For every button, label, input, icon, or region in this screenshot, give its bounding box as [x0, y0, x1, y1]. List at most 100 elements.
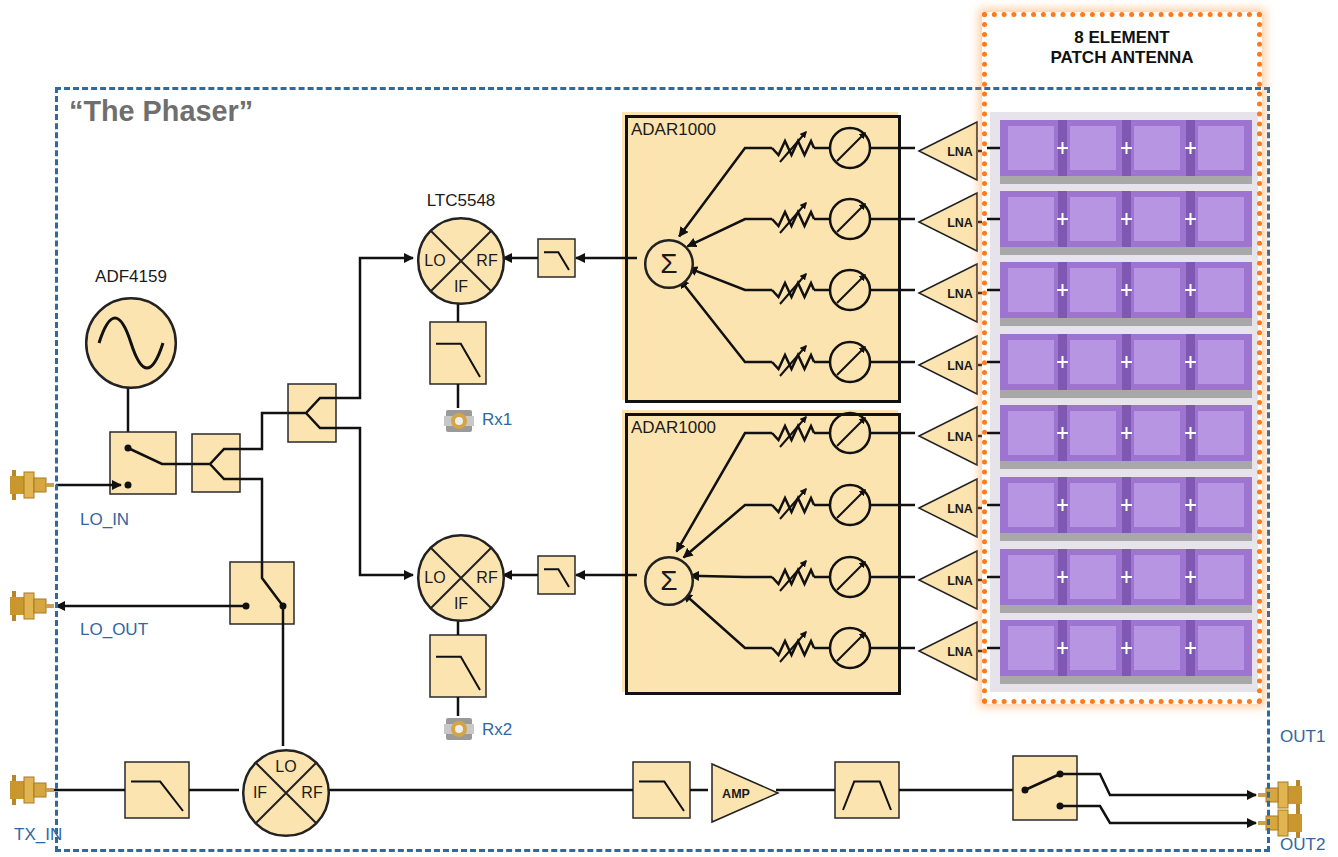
row-separator	[1000, 176, 1252, 184]
patch-element	[1008, 340, 1054, 384]
node-text: Σ	[660, 248, 677, 280]
patch-element	[1008, 197, 1054, 241]
node-text: LNA	[947, 287, 973, 301]
node-text-wrap: IF	[454, 595, 468, 613]
path-part	[457, 619, 460, 716]
path-stroke	[814, 432, 830, 435]
patch-element	[1198, 626, 1244, 670]
phase-shifter	[830, 342, 870, 382]
path-part	[1060, 806, 1256, 823]
beamformer-chip: ADAR1000Σ	[625, 115, 901, 403]
node-text-wrap: ADAR1000	[631, 120, 716, 140]
path-part	[56, 484, 121, 487]
patch-element	[1134, 197, 1180, 241]
node-text: LO	[275, 758, 296, 776]
patch-element	[1134, 340, 1180, 384]
path-stroke	[870, 289, 915, 292]
path-stroke	[870, 576, 915, 579]
use-part	[1258, 780, 1302, 810]
lna-amplifier: LNA	[918, 406, 978, 466]
port-label-wrap: LO_IN	[80, 510, 129, 530]
node-text: “The Phaser”	[69, 95, 253, 128]
patch-element	[1070, 626, 1116, 670]
node-text-wrap: LNA	[947, 284, 973, 302]
board-outline: “The Phaser”ADF4159LTC5548LORFIFADAR1000…	[55, 87, 1270, 852]
phase-arrow	[837, 275, 865, 303]
sum-input	[684, 505, 773, 558]
rect-part	[622, 112, 898, 400]
path-stroke	[870, 504, 915, 507]
patch-element	[1198, 483, 1244, 527]
path-part	[192, 449, 240, 479]
sum-input	[680, 279, 772, 362]
feed-point	[1121, 571, 1132, 583]
row-separator	[1000, 390, 1252, 398]
rect-part	[1013, 756, 1077, 820]
node-text: ADAR1000	[631, 120, 716, 140]
mixer: LTC5548LORFIF	[411, 189, 511, 307]
path-stroke	[870, 432, 915, 435]
atten-arrow	[780, 561, 806, 591]
feed-line	[987, 289, 1000, 292]
node-text: RF	[476, 569, 497, 587]
filter-box	[430, 322, 486, 384]
patch-feed	[1058, 477, 1067, 533]
patch-element	[1134, 626, 1180, 670]
node-text-wrap: LNA	[947, 427, 973, 445]
outline	[919, 622, 977, 680]
feed-point	[1185, 213, 1196, 225]
atten-arrow	[780, 632, 806, 662]
patch-feed	[1058, 405, 1067, 461]
path-part	[240, 413, 288, 562]
path-part	[262, 562, 283, 606]
node-text: LNA	[947, 145, 973, 159]
patch-feed	[1122, 120, 1131, 176]
patch-row	[1000, 549, 1252, 605]
outline	[919, 122, 977, 180]
outline	[919, 551, 977, 609]
use-part	[444, 718, 474, 740]
feed-point	[1121, 142, 1132, 154]
patch-element	[1008, 483, 1054, 527]
port-label: OUT1	[1280, 727, 1325, 747]
feed-point	[1057, 356, 1068, 368]
atten-arrow	[780, 203, 806, 233]
patch-feed	[1186, 191, 1195, 247]
node-text: ADF4159	[95, 267, 167, 287]
feed-line	[987, 218, 1000, 221]
patch-element	[1008, 555, 1054, 599]
port-label: TX_IN	[14, 825, 62, 845]
phase-arrow	[837, 204, 865, 232]
port-label-wrap: OUT2	[1280, 835, 1325, 855]
node-text-wrap: LNA	[947, 642, 973, 660]
node-text-wrap: “The Phaser”	[69, 95, 253, 128]
node-text-wrap: ADF4159	[95, 267, 167, 287]
patch-element	[1198, 268, 1244, 312]
outline	[645, 557, 693, 605]
port-label-wrap: Rx1	[482, 410, 512, 430]
summer: Σ	[644, 556, 694, 606]
filter-response	[544, 252, 569, 270]
rx-wiring	[444, 258, 637, 740]
patch-array	[987, 120, 1252, 684]
node-text-wrap: LO	[275, 758, 296, 776]
path-part	[282, 606, 285, 746]
outline	[919, 407, 977, 465]
row-separator	[1000, 247, 1252, 255]
antenna-region: 8 ELEMENT PATCH ANTENNA	[982, 12, 1262, 704]
node-text: LNA	[947, 574, 973, 588]
node-text: RF	[476, 252, 497, 270]
sum-input	[677, 433, 773, 552]
feed-line	[987, 361, 1000, 364]
path-stroke	[870, 218, 915, 221]
filters	[125, 239, 899, 818]
row-separator	[1000, 605, 1252, 613]
node-text-wrap: RF	[301, 784, 322, 802]
path-part	[1060, 774, 1256, 795]
use-part	[444, 410, 474, 432]
filter-response	[436, 657, 480, 690]
atten-arrow	[780, 132, 806, 162]
feed-point	[1057, 142, 1068, 154]
node-text: LO	[424, 252, 445, 270]
node-text: LO	[424, 569, 445, 587]
